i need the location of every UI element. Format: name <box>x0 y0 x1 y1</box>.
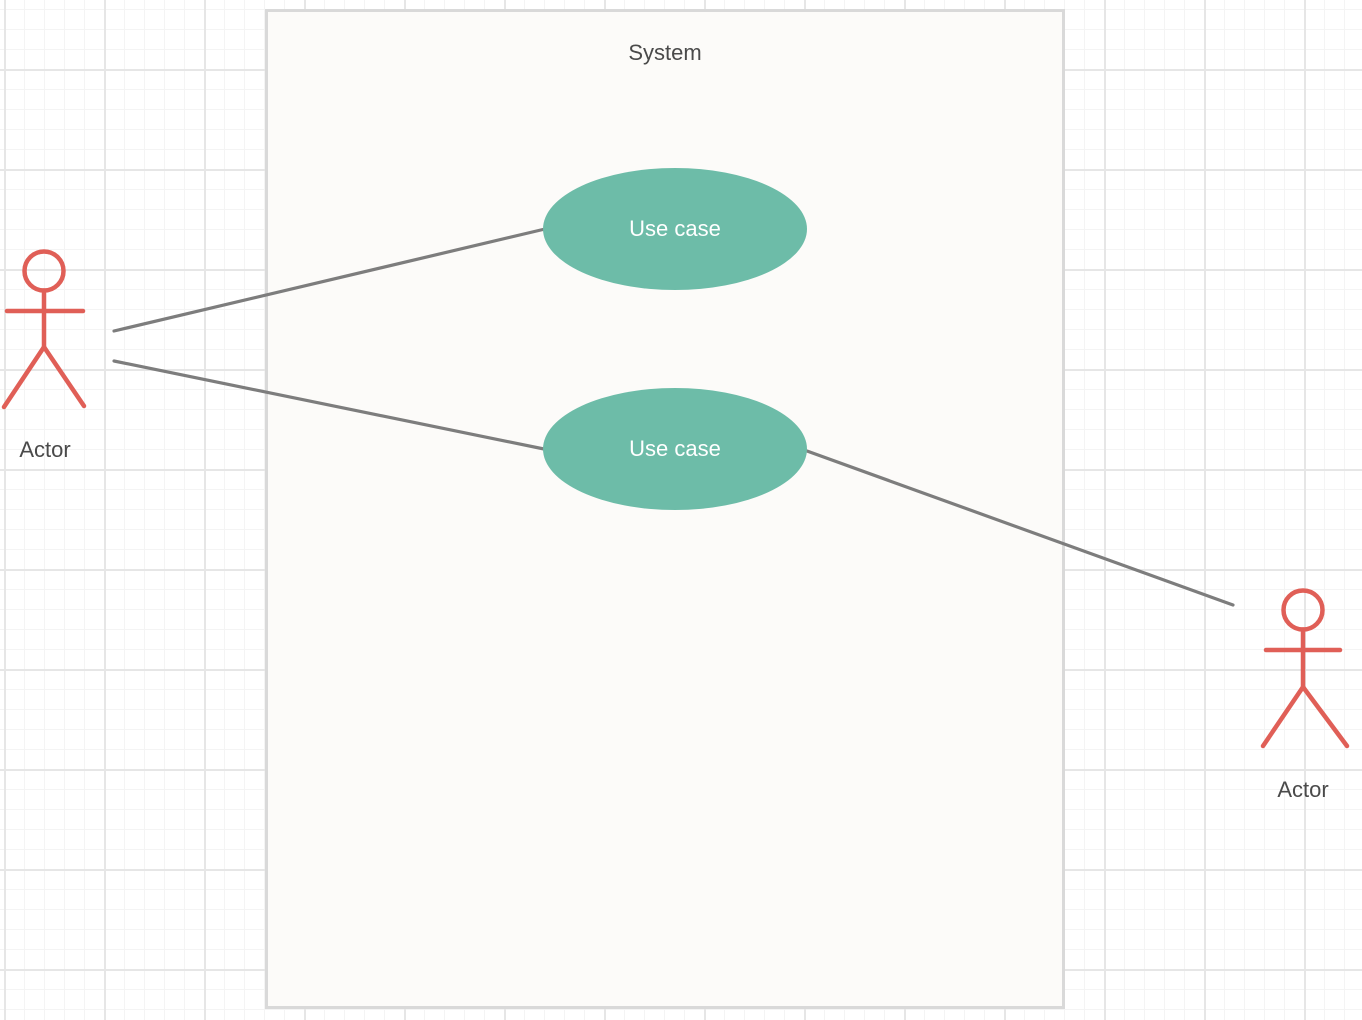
actor-right-figure[interactable] <box>1260 588 1350 749</box>
actor-right-label: Actor <box>1277 777 1329 802</box>
association-actor-left-usecase-2[interactable] <box>112 359 546 451</box>
actor-left-head <box>22 249 66 293</box>
actor-right-leg-l <box>1260 684 1306 749</box>
use-case-2[interactable]: Use case <box>543 388 807 510</box>
actor-right-leg-r <box>1300 684 1350 749</box>
actor-left-leg-l <box>1 344 47 410</box>
use-case-2-label: Use case <box>629 436 721 461</box>
actor-left-leg-r <box>41 344 87 409</box>
actor-left-figure[interactable] <box>1 249 87 410</box>
actor-left-label: Actor <box>19 437 71 462</box>
use-case-1-label: Use case <box>629 216 721 241</box>
use-case-1[interactable]: Use case <box>543 168 807 290</box>
actor-right-head <box>1281 588 1325 632</box>
association-actor-left-usecase-1[interactable] <box>112 227 547 333</box>
association-usecase-2-actor-right[interactable] <box>805 449 1235 607</box>
system-boundary-title: System <box>628 40 702 65</box>
